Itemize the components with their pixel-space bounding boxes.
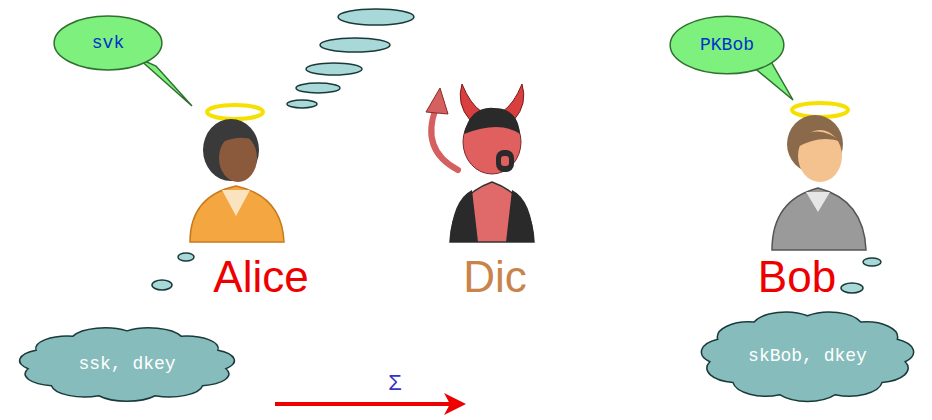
party-name: Dic (463, 252, 527, 302)
node-text: ssk, dkey (78, 354, 175, 374)
speech-bubble: PKBob (669, 15, 785, 75)
node-text: svk (92, 33, 124, 53)
message-symbol: Σ (388, 370, 402, 396)
party-name: Alice (213, 252, 308, 302)
message-arrow (275, 393, 466, 415)
thought-cloud: skBob, dkey (690, 300, 925, 412)
speech-tail (138, 58, 192, 106)
node-text: skBob, dkey (748, 346, 867, 366)
thought-cloud: ssk, dkey (8, 318, 246, 410)
thought-bubbles (152, 9, 881, 293)
dic-figure (426, 84, 534, 242)
alice-figure (190, 105, 284, 242)
bob-figure (772, 103, 866, 250)
speech-bubble: svk (53, 15, 163, 71)
node-text: PKBob (700, 35, 754, 55)
party-name: Bob (758, 252, 836, 302)
